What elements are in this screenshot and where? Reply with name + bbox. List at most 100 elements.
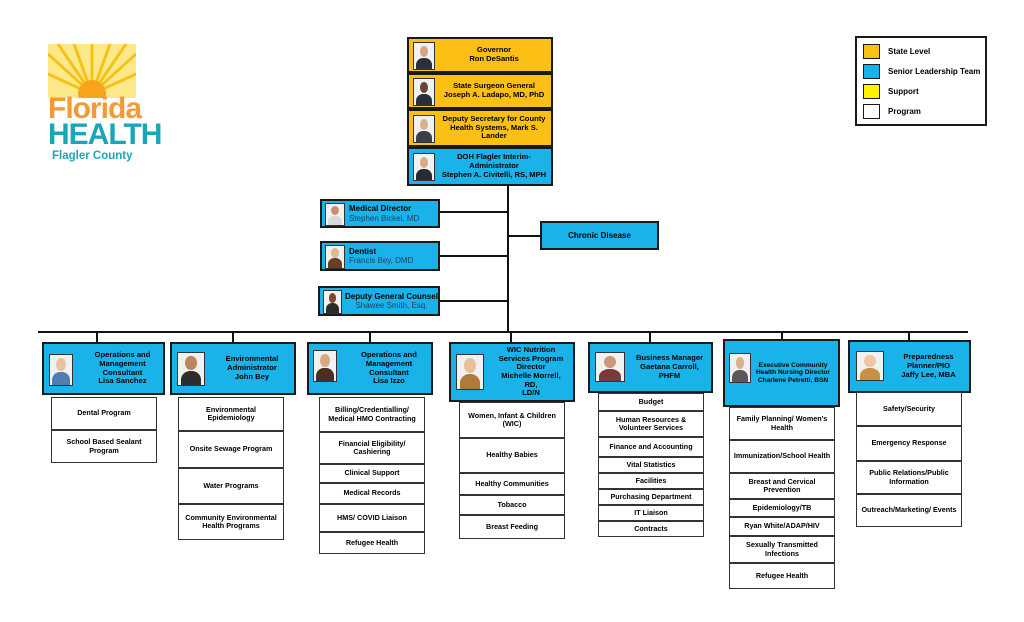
program-box: Breast and Cervical Prevention xyxy=(729,473,835,499)
program-box: Public Relations/Public Information xyxy=(856,461,962,494)
chain-name: Health Systems, Mark S. Lander xyxy=(450,122,538,141)
portrait-photo xyxy=(49,354,73,386)
manager-box-lee: Preparedness Planner/PIO Jaffy Lee, MBA xyxy=(848,340,971,393)
manager-line: WIC Nutrition xyxy=(506,344,556,354)
manager-line: Lisa Sanchez xyxy=(98,376,147,386)
program-box: Clinical Support xyxy=(319,464,425,483)
legend-label: State Level xyxy=(888,46,931,56)
program-box: Contracts xyxy=(598,521,704,537)
program-box: Finance and Accounting xyxy=(598,437,704,457)
manager-box-morrell: WIC Nutrition Services Program Director … xyxy=(449,342,575,402)
legend: State Level Senior Leadership Team Suppo… xyxy=(855,36,987,126)
legend-swatch xyxy=(863,83,880,99)
staff-title: Dentist xyxy=(349,246,377,256)
legend-item-state: State Level xyxy=(863,43,930,59)
manager-line: Operations and xyxy=(361,350,417,360)
manager-line: Administrator xyxy=(227,363,277,373)
program-box: Environmental Epidemiology xyxy=(178,397,284,431)
portrait-photo xyxy=(413,42,435,70)
staff-name: Shawee Smith, Esq. xyxy=(355,301,428,310)
manager-line: Environmental xyxy=(225,354,279,364)
portrait-photo xyxy=(323,290,342,314)
program-box: Budget xyxy=(598,393,704,411)
chain-title: State Surgeon General xyxy=(453,81,535,91)
legend-label: Program xyxy=(888,106,921,116)
program-box: Family Planning/ Women's Health xyxy=(729,407,835,440)
chain-name: Ron DeSantis xyxy=(469,54,519,63)
manager-line: Health Nursing Director xyxy=(755,369,830,377)
manager-line: Jaffy Lee, MBA xyxy=(901,369,956,379)
program-box: Healthy Babies xyxy=(459,438,565,473)
manager-line: Consultant xyxy=(369,367,409,377)
manager-line: Lisa Izzo xyxy=(373,376,405,386)
portrait-photo xyxy=(177,352,205,386)
program-box: Immunization/School Health xyxy=(729,440,835,473)
program-box: Water Programs xyxy=(178,468,284,504)
program-box: Refugee Health xyxy=(319,532,425,554)
program-box: Breast Feeding xyxy=(459,515,565,539)
program-box: HMS/ COVID Liaison xyxy=(319,504,425,532)
program-box: Onsite Sewage Program xyxy=(178,431,284,468)
program-box: Vital Statistics xyxy=(598,457,704,473)
manager-box-carroll: Business Manager Gaetana Carroll, PHFM xyxy=(588,342,713,393)
program-box: Human Resources & Volunteer Services xyxy=(598,411,704,437)
program-box: Ryan White/ADAP/HIV xyxy=(729,517,835,536)
program-box: Healthy Communities xyxy=(459,473,565,495)
program-box: Purchasing Department xyxy=(598,489,704,505)
staff-name: Stephen Bickel, MD xyxy=(349,213,420,223)
portrait-photo xyxy=(456,354,484,390)
portrait-photo xyxy=(729,353,751,383)
staff-name: Francis Bey, DMD xyxy=(349,256,414,265)
manager-line: Consultant xyxy=(102,367,143,377)
sunburst-icon xyxy=(48,44,136,98)
staff-title: Deputy General Counsel xyxy=(345,291,438,301)
chronic-disease-label: Chronic Disease xyxy=(568,230,631,240)
manager-line: Services Program xyxy=(498,353,564,363)
chain-title: Deputy Secretary for County xyxy=(442,113,546,123)
program-box: Financial Eligibility/ Cashiering xyxy=(319,432,425,464)
legend-swatch xyxy=(863,63,880,79)
program-box: Safety/Security xyxy=(856,392,962,426)
manager-line: Director xyxy=(516,362,546,372)
manager-box-izzo: Operations and Management Consultant Lis… xyxy=(307,342,433,395)
chain-name: Joseph A. Ladapo, MD, PhD xyxy=(443,90,545,99)
portrait-photo xyxy=(856,351,884,381)
staff-title: Medical Director xyxy=(349,204,412,214)
portrait-photo xyxy=(595,352,625,382)
logo-county: Flagler County xyxy=(52,150,133,162)
manager-line: Management xyxy=(99,358,146,368)
program-box: School Based Sealant Program xyxy=(51,430,157,463)
manager-line: Charlene Petretti, BSN xyxy=(757,376,829,384)
manager-line: Planner/PIO xyxy=(906,361,951,371)
program-box: Facilities xyxy=(598,473,704,489)
manager-line: LD/N xyxy=(522,388,540,398)
legend-label: Senior Leadership Team xyxy=(888,66,981,76)
manager-box-bey: Environmental Administrator John Bey xyxy=(170,342,296,395)
legend-item-senior: Senior Leadership Team xyxy=(863,63,980,79)
logo-word-florida: Florida xyxy=(48,92,142,125)
portrait-photo xyxy=(325,203,345,226)
manager-box-sanchez: Operations and Management Consultant Lis… xyxy=(42,342,165,395)
program-box: Sexually Transmitted Infections xyxy=(729,536,835,563)
chain-name: Stephen A. Civitelli, RS, MPH xyxy=(441,169,547,179)
manager-line: Gaetana Carroll, xyxy=(640,362,699,372)
legend-swatch xyxy=(863,103,880,119)
portrait-photo xyxy=(413,153,435,181)
manager-line: Management xyxy=(365,358,413,368)
manager-box-petretti: Executive Community Health Nursing Direc… xyxy=(723,339,840,407)
program-box: Emergency Response xyxy=(856,426,962,461)
portrait-photo xyxy=(325,245,345,269)
manager-line: Preparedness xyxy=(903,352,954,362)
legend-label: Support xyxy=(888,86,919,96)
portrait-photo xyxy=(413,78,435,106)
chronic-disease-box: Chronic Disease xyxy=(540,221,659,250)
program-box: Outreach/Marketing/ Events xyxy=(856,494,962,527)
program-box: Community Environmental Health Programs xyxy=(178,504,284,540)
program-box: Billing/Credentialling/ Medical HMO Cont… xyxy=(319,397,425,432)
legend-item-program: Program xyxy=(863,103,921,119)
